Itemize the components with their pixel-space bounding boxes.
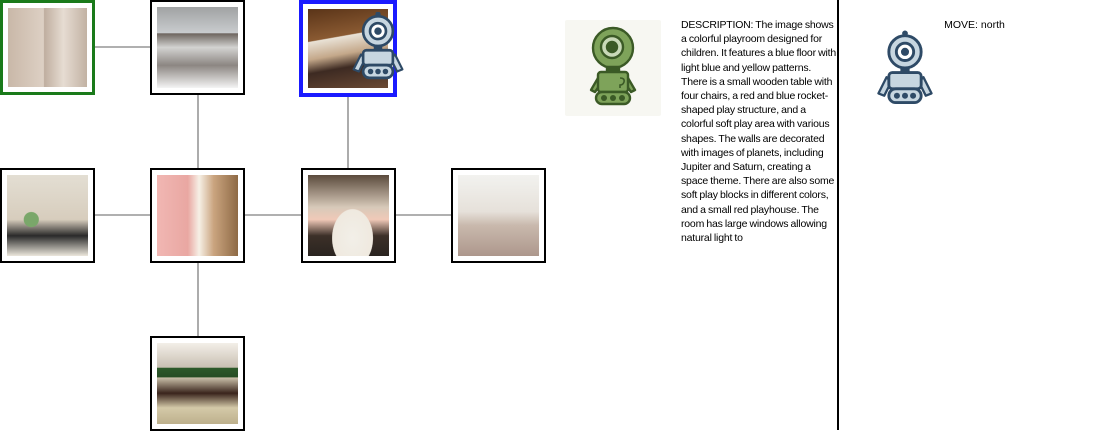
robot-icon	[877, 30, 933, 105]
room-node-gallery	[301, 168, 396, 263]
room-image-shower	[8, 8, 87, 87]
room-node-dining	[451, 168, 546, 263]
room-image-gallery	[308, 175, 389, 256]
room-node-nursery	[150, 168, 245, 263]
action-panel: MOVE: north	[839, 0, 1110, 430]
room-image-bath	[7, 175, 88, 256]
description-panel: DESCRIPTION: The image shows a colorful …	[545, 0, 837, 430]
panel-divider	[837, 0, 839, 430]
room-node-shower	[0, 0, 95, 95]
green-robot-icon	[589, 26, 637, 106]
move-label: MOVE: north	[944, 19, 1005, 31]
room-description: DESCRIPTION: The image shows a colorful …	[681, 19, 836, 245]
robot-icon	[352, 12, 404, 80]
room-image-dining	[458, 175, 539, 256]
room-image-kitchen	[157, 7, 238, 88]
green-robot-avatar	[565, 20, 661, 116]
room-node-japanese	[150, 336, 245, 431]
room-node-kitchen	[150, 0, 245, 95]
room-node-bath	[0, 168, 95, 263]
room-image-nursery	[157, 175, 238, 256]
room-map	[0, 0, 546, 431]
map-edges	[94, 46, 452, 337]
room-image-japanese	[157, 343, 238, 424]
